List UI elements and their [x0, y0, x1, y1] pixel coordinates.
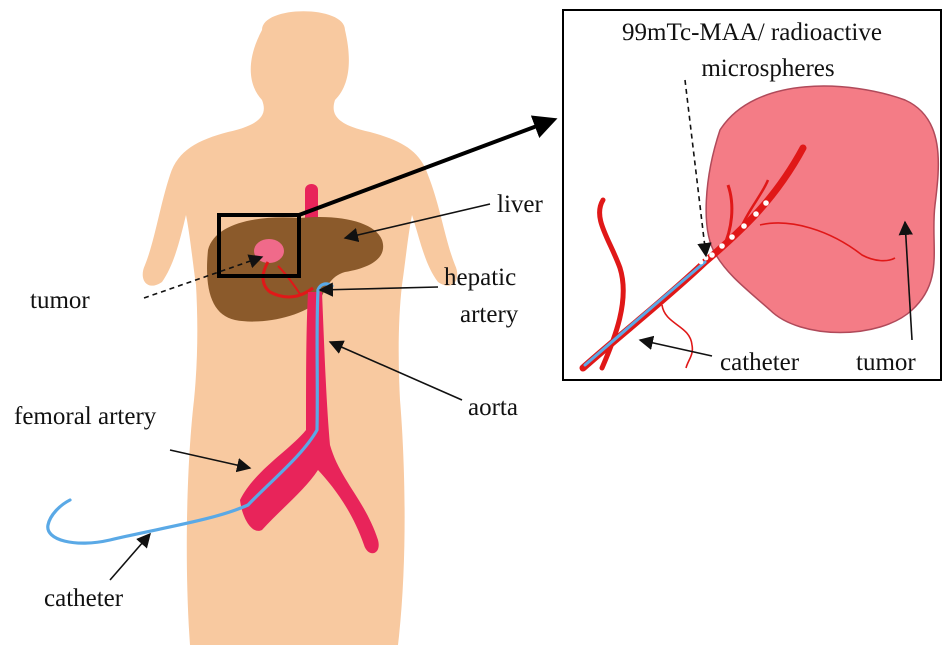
- inset-title-line-1: 99mTc-MAA/ radioactive: [622, 19, 882, 46]
- microsphere: [753, 211, 759, 217]
- microsphere: [763, 200, 769, 206]
- label-aorta: aorta: [468, 394, 518, 421]
- microsphere: [709, 252, 715, 258]
- microsphere: [719, 243, 725, 249]
- inset-label-tumor: tumor: [856, 349, 916, 376]
- inset-title-line-2: microspheres: [701, 55, 834, 82]
- inset-label-catheter: catheter: [720, 349, 800, 376]
- microsphere: [741, 223, 747, 229]
- label-tumor: tumor: [30, 287, 90, 314]
- label-femoral-artery: femoral artery: [14, 403, 157, 430]
- label-hepatic: hepatic: [444, 264, 516, 291]
- body-silhouette: [143, 11, 458, 645]
- label-catheter: catheter: [44, 585, 124, 612]
- small-tumor-core: [260, 244, 278, 258]
- microsphere: [729, 234, 735, 240]
- microsphere: [704, 256, 709, 261]
- microsphere: [699, 260, 704, 265]
- catheter-pointer: [110, 534, 150, 580]
- label-artery: artery: [460, 301, 519, 328]
- label-liver: liver: [497, 191, 543, 218]
